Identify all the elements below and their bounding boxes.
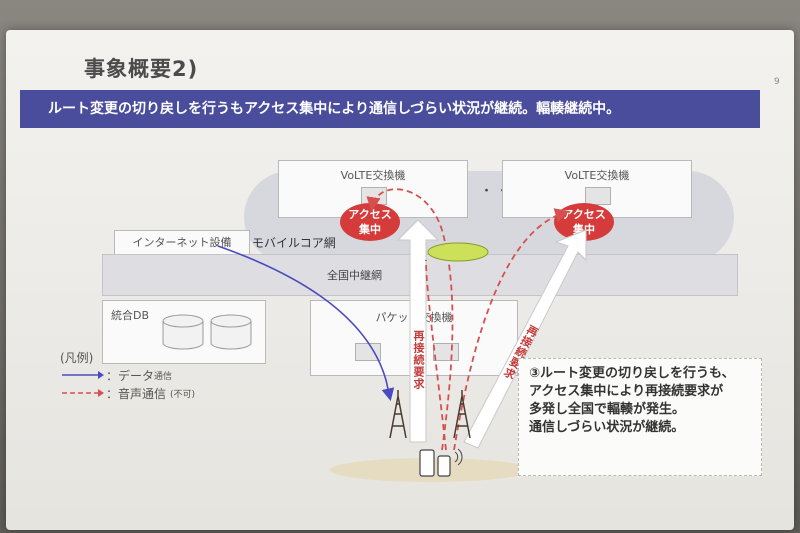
data-flow-line (217, 245, 395, 402)
mobile-core-label: モバイルコア網 (252, 236, 336, 250)
database-cylinder-icon (162, 314, 252, 350)
note-line: 多発し全国で輻輳が発生。 (529, 402, 686, 417)
explanation-note: ③ルート変更の切り戻しを行うも、 アクセス集中により再接続要求が 多発し全国で輻… (518, 358, 762, 476)
oval-text-line: アクセス (562, 208, 606, 221)
legend-data-label: ：データ (106, 368, 155, 383)
relay-node (427, 242, 489, 262)
presentation-slide: 事象概要2) 9 ルート変更の切り戻しを行うもアクセス集中により通信しづらい状況… (6, 30, 794, 530)
cell-tower-icon (389, 390, 471, 439)
slide-title: 事象概要2) (84, 57, 199, 81)
volte-left-label: VoLTE交換機 (340, 169, 406, 182)
legend-data-sub: 通信 (154, 371, 173, 382)
voice-line-swatch (62, 389, 104, 397)
oval-text-line: アクセス (348, 208, 392, 221)
smartphone-icon (419, 448, 463, 477)
note-line: アクセス集中により再接続要求が (529, 384, 724, 399)
volte-right-label: VoLTE交換機 (564, 169, 630, 182)
signal-waves-icon (454, 448, 463, 466)
legend-voice-row: ：音声通信 (不可) (60, 384, 195, 402)
legend-data-row: ：データ 通信 (60, 366, 195, 384)
legend-voice-sub: (不可) (170, 389, 196, 400)
note-line: 通信しづらい状況が継続。 (529, 420, 685, 435)
reconnect-arrow-left (396, 219, 440, 443)
voice-flow-line-1 (366, 188, 454, 451)
integrated-db: 統合DB (102, 300, 266, 364)
legend-voice-label: ：音声通信 (106, 386, 167, 401)
internet-equipment: インターネット設備 (114, 230, 250, 256)
voice-flow-line-3 (453, 208, 570, 451)
connection-lines (217, 188, 587, 482)
reconnect-arrow-right (463, 229, 587, 449)
summary-banner: ルート変更の切り戻しを行うもアクセス集中により通信しづらい状況が継続。輻輳継続中… (20, 90, 760, 128)
oval-text-line: 集中 (359, 223, 381, 236)
legend: (凡例) ：データ 通信 ：音声通信 (不可) (60, 348, 195, 402)
integrated-db-label: 統合DB (111, 309, 150, 322)
reconnect-label-left: 再接続要求 (412, 330, 425, 390)
legend-title: (凡例) (60, 350, 94, 365)
national-relay-label: 全国中継網 (327, 269, 382, 282)
page-number: 9 (774, 77, 780, 87)
voice-flow-line-2 (425, 259, 447, 451)
access-concentration-left: アクセス 集中 (340, 203, 400, 241)
data-line-swatch (62, 371, 104, 379)
note-line: ③ルート変更の切り戻しを行うも、 (529, 366, 735, 381)
